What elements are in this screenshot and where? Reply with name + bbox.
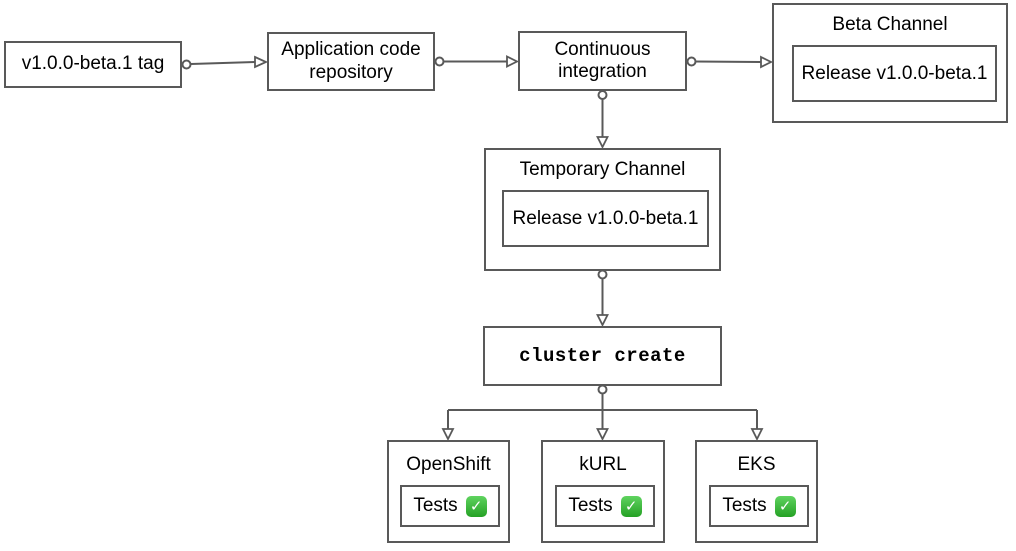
check-mark-button-icon: ✓	[620, 495, 642, 517]
openshift-title: OpenShift	[406, 454, 491, 475]
node-version-tag: v1.0.0-beta.1 tag	[4, 41, 182, 88]
connector-ci-to-beta-channel	[686, 55, 774, 69]
node-temporary-release: Release v1.0.0-beta.1	[502, 190, 709, 247]
cluster-create-label: cluster create	[519, 344, 686, 367]
node-eks-tests: Tests ✓	[709, 485, 809, 527]
connector-ci-to-temporary-channel	[596, 90, 609, 150]
group-beta-channel: Beta Channel Release v1.0.0-beta.1	[772, 3, 1008, 123]
connector-temporary-channel-to-cluster-create	[596, 269, 609, 328]
group-temporary-channel: Temporary Channel Release v1.0.0-beta.1	[484, 148, 721, 271]
group-eks: EKS Tests ✓	[695, 440, 818, 543]
kurl-tests-label: Tests	[568, 495, 613, 516]
eks-tests-label: Tests	[722, 495, 767, 516]
connector-tag-to-repo	[181, 55, 269, 70]
openshift-tests-label: Tests	[413, 495, 458, 516]
eks-title: EKS	[737, 454, 776, 475]
group-kurl: kURL Tests ✓	[541, 440, 665, 543]
node-openshift-tests: Tests ✓	[400, 485, 500, 527]
beta-release-label: Release v1.0.0-beta.1	[801, 62, 988, 84]
application-code-repository-label: Application code repository	[281, 39, 421, 83]
node-kurl-tests: Tests ✓	[555, 485, 655, 527]
node-beta-release: Release v1.0.0-beta.1	[792, 45, 997, 102]
node-cluster-create: cluster create	[483, 326, 722, 386]
group-openshift: OpenShift Tests ✓	[387, 440, 510, 543]
temporary-release-label: Release v1.0.0-beta.1	[512, 207, 699, 229]
temporary-channel-title: Temporary Channel	[519, 159, 686, 180]
kurl-title: kURL	[579, 454, 627, 475]
node-application-code-repository: Application code repository	[267, 32, 435, 91]
connector-cluster-create-branches	[441, 384, 764, 442]
check-mark-button-icon: ✓	[465, 495, 487, 517]
node-continuous-integration: Continuous integration	[518, 31, 687, 91]
connector-repo-to-ci	[434, 55, 520, 68]
beta-channel-title: Beta Channel	[832, 14, 948, 35]
continuous-integration-label: Continuous integration	[554, 38, 651, 82]
check-mark-button-icon: ✓	[774, 495, 796, 517]
version-tag-label: v1.0.0-beta.1 tag	[21, 53, 165, 75]
